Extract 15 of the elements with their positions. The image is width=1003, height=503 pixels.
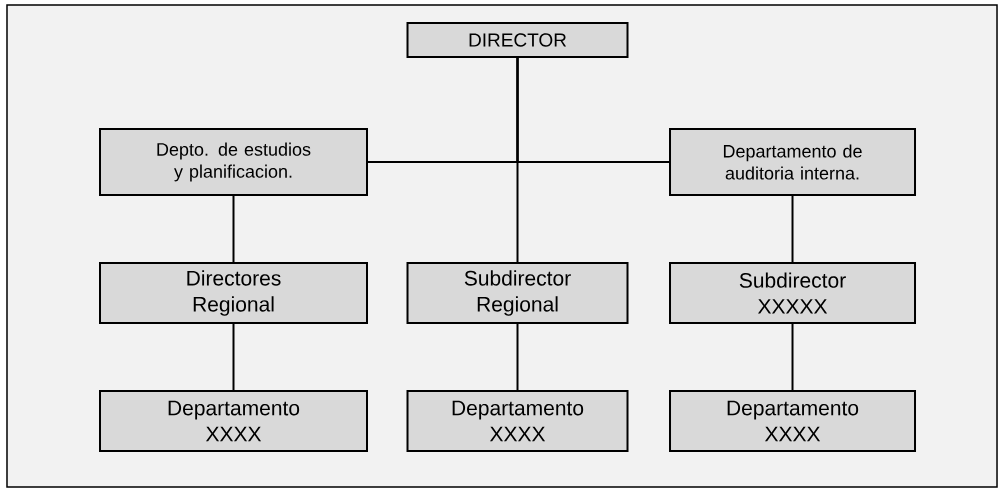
connector-line (516, 57, 519, 263)
connector-line (516, 323, 519, 391)
org-box: Departamento XXXX (99, 390, 368, 452)
connector-line (232, 195, 235, 263)
connector-line (791, 195, 794, 263)
org-box: Directores Regional (99, 262, 368, 324)
org-box: Subdirector Regional (406, 262, 629, 324)
org-box: Departamento de auditoria interna. (669, 128, 916, 196)
connector-line (232, 323, 235, 391)
org-box: Depto. de estudios y planificacion. (99, 128, 368, 196)
org-box: Departamento XXXX (669, 390, 916, 452)
org-box: Departamento XXXX (406, 390, 629, 452)
org-box: DIRECTOR (406, 22, 629, 58)
connector-line (791, 323, 794, 391)
org-box: Subdirector XXXXX (669, 262, 916, 324)
